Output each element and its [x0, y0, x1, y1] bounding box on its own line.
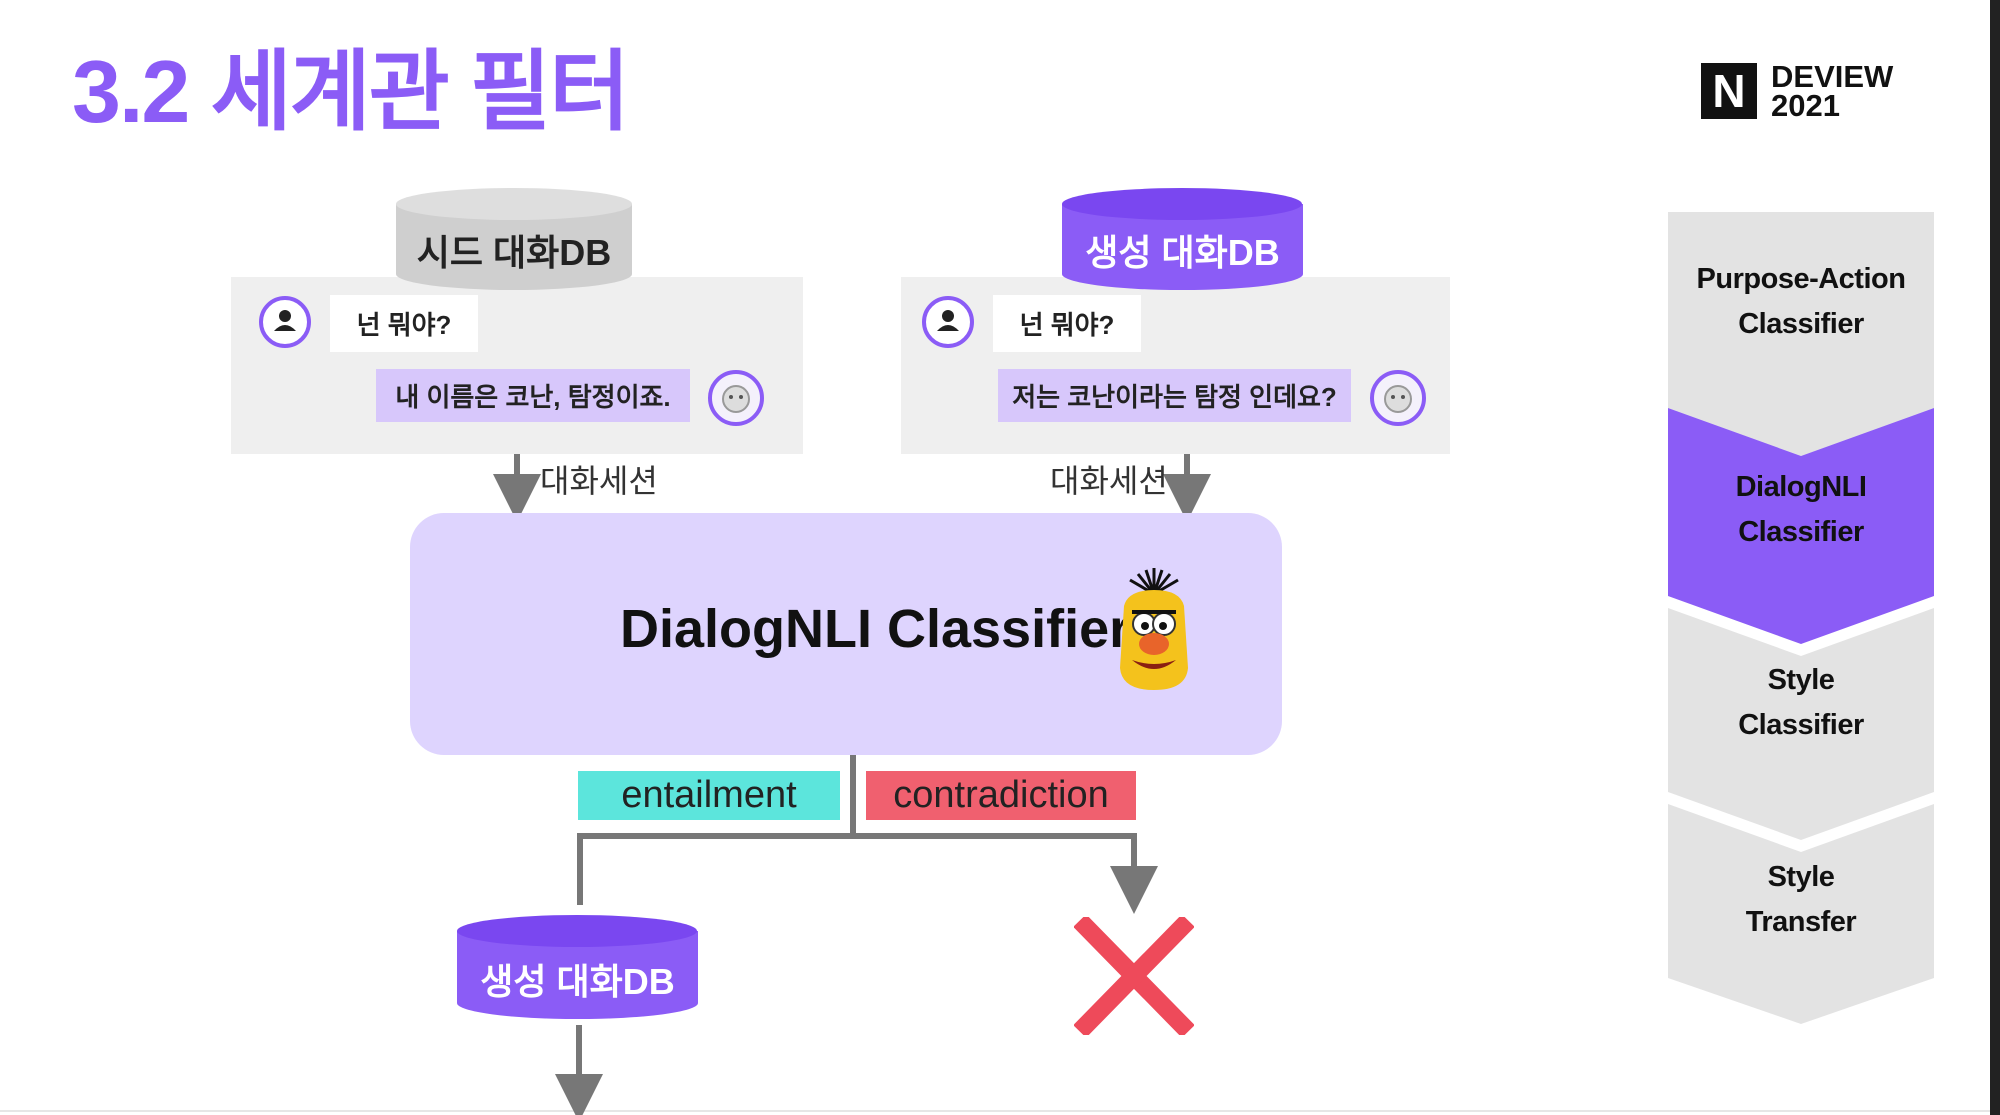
generated-chat-panel	[901, 277, 1450, 454]
stage-line-2: Transfer	[1745, 906, 1857, 938]
stage-line-1: Style	[1767, 664, 1835, 696]
page-title: 3.2 세계관 필터	[72, 42, 630, 141]
logo-line-2: 2021	[1771, 88, 1840, 123]
stage-line-2: Classifier	[1738, 516, 1864, 548]
pipeline-stage-1-shape	[1668, 212, 1934, 456]
output-dialog-db: 생성 대화DB	[455, 913, 700, 1021]
user-avatar-icon	[258, 295, 312, 349]
seed-session-label: 대화세션	[540, 463, 658, 499]
pipeline-stage-4-shape	[1668, 804, 1934, 1024]
logo-line-1: DEVIEW	[1771, 59, 1894, 94]
user-avatar-icon	[921, 295, 975, 349]
stage-line-2: Classifier	[1738, 709, 1864, 741]
pipeline-stage-dialognli: DialogNLI Classifier	[1668, 465, 1934, 555]
seed-user-message: 넌 뭐야?	[330, 295, 478, 352]
bert-mascot-icon	[1114, 568, 1194, 692]
stage-line-1: DialogNLI	[1735, 471, 1867, 503]
generated-dialog-db: 생성 대화DB	[1060, 186, 1305, 292]
right-edge-bar	[1990, 0, 2000, 1115]
pipeline-chevrons	[1668, 212, 1934, 1024]
contradiction-label: contradiction	[866, 771, 1136, 820]
contradiction-branch-line	[853, 833, 1158, 914]
bottom-divider	[0, 1110, 1990, 1112]
stage-line-2: Classifier	[1738, 308, 1864, 340]
stage-line-1: Purpose-Action	[1696, 263, 1906, 295]
pipeline-stage-style-transfer: Style Transfer	[1668, 855, 1934, 945]
pipeline-stage-purpose-action: Purpose-Action Classifier	[1668, 257, 1934, 347]
output-db-label: 생성 대화DB	[480, 961, 675, 1002]
entailment-label: entailment	[578, 771, 840, 820]
generated-bot-message: 저는 코난이라는 탐정 인데요?	[998, 369, 1351, 422]
bot-avatar-icon	[707, 369, 765, 427]
deview-logo-text: DEVIEW 2021	[1771, 59, 1894, 123]
generated-session-label: 대화세션	[1050, 463, 1168, 499]
stage-line-1: Style	[1767, 861, 1835, 893]
pipeline-stage-3-shape	[1668, 608, 1934, 840]
generated-user-message: 넌 뭐야?	[993, 295, 1141, 352]
naver-logo-icon: N	[1701, 63, 1757, 119]
bot-avatar-icon	[1369, 369, 1427, 427]
reject-x-icon	[1073, 914, 1195, 1038]
seed-bot-message: 내 이름은 코난, 탐정이죠.	[376, 369, 690, 422]
pipeline-stage-style-classifier: Style Classifier	[1668, 658, 1934, 748]
seed-db-label: 시드 대화DB	[416, 232, 612, 273]
seed-dialog-db: 시드 대화DB	[394, 186, 634, 292]
seed-chat-panel	[231, 277, 803, 454]
pipeline-stage-2-shape	[1668, 408, 1934, 644]
classifier-title: DialogNLI Classifier	[620, 599, 1131, 659]
entailment-branch-line	[577, 833, 853, 905]
generated-db-label: 생성 대화DB	[1085, 232, 1280, 273]
